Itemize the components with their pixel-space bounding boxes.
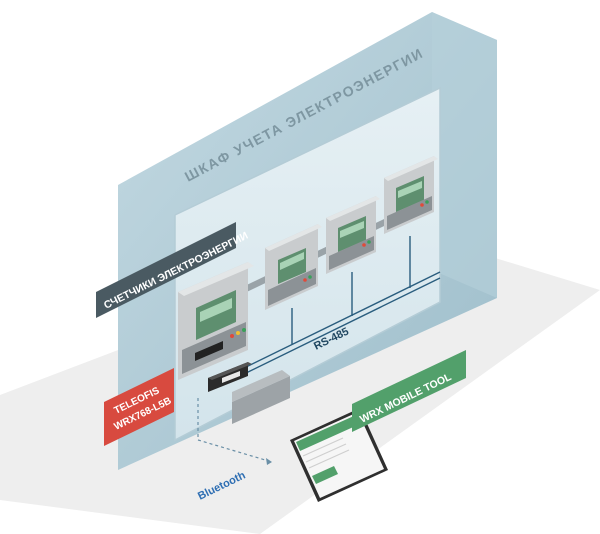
terminal-block-top [232,370,290,402]
electricity-meter [326,196,380,274]
electricity-meter [178,262,254,380]
electricity-meter [384,156,438,234]
link-arrow [266,458,272,465]
smartphone [290,408,388,502]
bluetooth-link [197,398,273,463]
electricity-meter [265,224,322,310]
modem-device [208,362,252,392]
cabinet-side [432,12,497,298]
cabinet-inner-edge [174,86,441,442]
rs485-bus [239,236,441,375]
terminal-block [232,376,290,424]
